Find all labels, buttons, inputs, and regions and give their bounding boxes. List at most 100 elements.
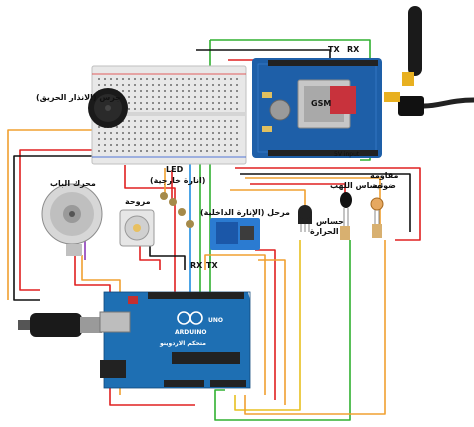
breadboard-hole: [122, 132, 124, 134]
breadboard-hole: [158, 144, 160, 146]
breadboard-hole: [194, 90, 196, 92]
breadboard-hole: [212, 96, 214, 98]
breadboard-hole: [152, 78, 154, 80]
wire-orange-relay2: [258, 259, 286, 405]
breadboard-hole: [212, 84, 214, 86]
breadboard-hole: [188, 102, 190, 104]
breadboard-hole: [224, 120, 226, 122]
wire-black-right: [240, 173, 411, 232]
breadboard-hole: [134, 132, 136, 134]
breadboard-hole: [176, 96, 178, 98]
wire-red-relay: [255, 249, 276, 400]
breadboard-hole: [122, 150, 124, 152]
photoresistor-icon: [370, 197, 384, 238]
breadboard-hole: [116, 138, 118, 140]
breadboard-hole: [176, 108, 178, 110]
breadboard-hole: [176, 150, 178, 152]
breadboard-hole: [212, 132, 214, 134]
flame-sensor-label: حساس اللهب: [330, 181, 384, 191]
breadboard-hole: [158, 150, 160, 152]
breadboard-hole: [224, 90, 226, 92]
breadboard-hole: [140, 120, 142, 122]
breadboard-hole: [164, 138, 166, 140]
breadboard-hole: [236, 138, 238, 140]
breadboard-hole: [98, 150, 100, 152]
breadboard-hole: [110, 138, 112, 140]
breadboard-hole: [230, 138, 232, 140]
breadboard-hole: [158, 96, 160, 98]
breadboard-hole: [224, 138, 226, 140]
breadboard-hole: [152, 120, 154, 122]
breadboard-hole: [182, 150, 184, 152]
breadboard-hole: [218, 108, 220, 110]
arduino-board-icon: [99, 291, 251, 389]
breadboard-hole: [164, 108, 166, 110]
ldr-label-2: ضوئية: [372, 181, 396, 190]
breadboard-hole: [206, 138, 208, 140]
breadboard-hole: [212, 78, 214, 80]
breadboard-hole: [236, 84, 238, 86]
breadboard-hole: [230, 150, 232, 152]
breadboard-hole: [182, 84, 184, 86]
breadboard-hole: [158, 126, 160, 128]
breadboard-hole: [116, 150, 118, 152]
fan-icon: [119, 209, 155, 247]
breadboard-hole: [146, 96, 148, 98]
arduino-label: متحكم الاردوينو: [159, 340, 206, 347]
breadboard-hole: [218, 90, 220, 92]
relay-icon: [210, 218, 260, 250]
breadboard-hole: [164, 132, 166, 134]
breadboard-hole: [170, 108, 172, 110]
breadboard-hole: [188, 84, 190, 86]
breadboard-hole: [128, 126, 130, 128]
breadboard-hole: [188, 150, 190, 152]
breadboard-hole: [212, 144, 214, 146]
breadboard-hole: [152, 150, 154, 152]
breadboard-hole: [98, 144, 100, 146]
wire-red-right: [235, 167, 421, 241]
relay-label: مرحل (الإنارة الداخلية): [200, 208, 290, 217]
breadboard-hole: [170, 144, 172, 146]
wire-orange-right: [245, 177, 381, 230]
breadboard-hole: [170, 120, 172, 122]
breadboard-hole: [230, 84, 232, 86]
breadboard-hole: [200, 132, 202, 134]
motor-icon: [41, 183, 103, 256]
breadboard-hole: [158, 120, 160, 122]
breadboard-hole: [146, 150, 148, 152]
gsm-rx-label: RX: [347, 45, 360, 54]
breadboard-hole: [224, 78, 226, 80]
breadboard-hole: [224, 96, 226, 98]
breadboard-hole: [182, 144, 184, 146]
breadboard-hole: [140, 96, 142, 98]
breadboard: [91, 65, 247, 165]
breadboard-hole: [170, 96, 172, 98]
breadboard-hole: [194, 144, 196, 146]
wire-fan-2: [149, 245, 186, 270]
breadboard-hole: [182, 126, 184, 128]
breadboard-hole: [206, 84, 208, 86]
breadboard-hole: [206, 132, 208, 134]
breadboard-hole: [230, 144, 232, 146]
breadboard-hole: [176, 102, 178, 104]
breadboard-hole: [140, 126, 142, 128]
breadboard-hole: [128, 78, 130, 80]
breadboard-hole: [194, 138, 196, 140]
breadboard-hole: [128, 144, 130, 146]
breadboard-hole: [146, 126, 148, 128]
breadboard-hole: [128, 138, 130, 140]
breadboard-hole: [152, 84, 154, 86]
breadboard-hole: [176, 90, 178, 92]
breadboard-hole: [134, 78, 136, 80]
breadboard-hole: [146, 120, 148, 122]
breadboard-hole: [218, 78, 220, 80]
temp-sensor-label-1: حساس: [316, 217, 344, 227]
breadboard-hole: [212, 138, 214, 140]
breadboard-hole: [236, 78, 238, 80]
breadboard-hole: [218, 120, 220, 122]
breadboard-hole: [146, 78, 148, 80]
breadboard-hole: [224, 108, 226, 110]
breadboard-hole: [128, 132, 130, 134]
breadboard-hole: [140, 84, 142, 86]
breadboard-hole: [236, 108, 238, 110]
